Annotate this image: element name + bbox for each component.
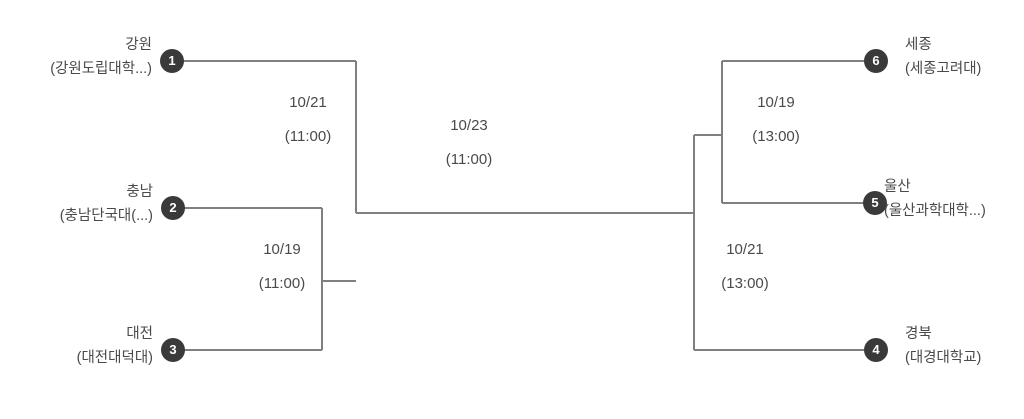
team-name-3: 대전 — [126, 326, 153, 342]
match-time-right-lower: (13:00) — [721, 275, 769, 292]
match-label-left-lower[interactable]: 10/19 (11:00) — [242, 233, 322, 301]
match-label-right-lower[interactable]: 10/21 (13:00) — [705, 233, 785, 301]
match-date-right-upper: 10/19 — [757, 94, 795, 111]
match-label-left-upper[interactable]: 10/21 (11:00) — [268, 86, 348, 154]
team-label-2[interactable]: 충남 (충남단국대(...) — [0, 180, 153, 228]
seed-badge-4[interactable]: 4 — [864, 338, 888, 362]
seed-badge-6[interactable]: 6 — [864, 49, 888, 73]
match-date-right-lower: 10/21 — [726, 241, 764, 258]
team-name-4: 경북 — [905, 326, 932, 342]
seed-badge-2[interactable]: 2 — [161, 196, 185, 220]
team-name-1: 강원 — [125, 37, 152, 53]
seed-badge-5[interactable]: 5 — [863, 191, 887, 215]
team-club-3: (대전대덕대) — [76, 350, 153, 366]
team-label-6[interactable]: 세종 (세종고려대) — [905, 33, 981, 81]
team-name-2: 충남 — [126, 184, 153, 200]
match-date-left-lower: 10/19 — [263, 241, 301, 258]
team-club-4: (대경대학교) — [905, 350, 982, 366]
team-club-5: (울산과학대학...) — [884, 203, 986, 219]
match-time-left-lower: (11:00) — [258, 275, 306, 292]
team-name-5: 울산 — [884, 179, 911, 195]
team-label-3[interactable]: 대전 (대전대덕대) — [0, 322, 153, 370]
team-label-1[interactable]: 강원 (강원도립대학...) — [0, 33, 152, 81]
team-club-6: (세종고려대) — [905, 61, 982, 77]
match-time-final: (11:00) — [445, 151, 493, 168]
team-label-4[interactable]: 경북 (대경대학교) — [905, 322, 981, 370]
match-time-right-upper: (13:00) — [752, 128, 800, 145]
seed-badge-3[interactable]: 3 — [161, 338, 185, 362]
team-club-2: (충남단국대(...) — [59, 208, 153, 224]
match-label-final[interactable]: 10/23 (11:00) — [425, 109, 513, 177]
match-time-left-upper: (11:00) — [284, 128, 332, 145]
match-label-right-upper[interactable]: 10/19 (13:00) — [736, 86, 816, 154]
team-club-1: (강원도립대학...) — [50, 61, 152, 77]
match-date-final: 10/23 — [450, 117, 488, 134]
team-label-5[interactable]: 울산 (울산과학대학...) — [884, 175, 986, 223]
team-name-6: 세종 — [905, 37, 932, 53]
seed-badge-1[interactable]: 1 — [160, 49, 184, 73]
match-date-left-upper: 10/21 — [289, 94, 327, 111]
